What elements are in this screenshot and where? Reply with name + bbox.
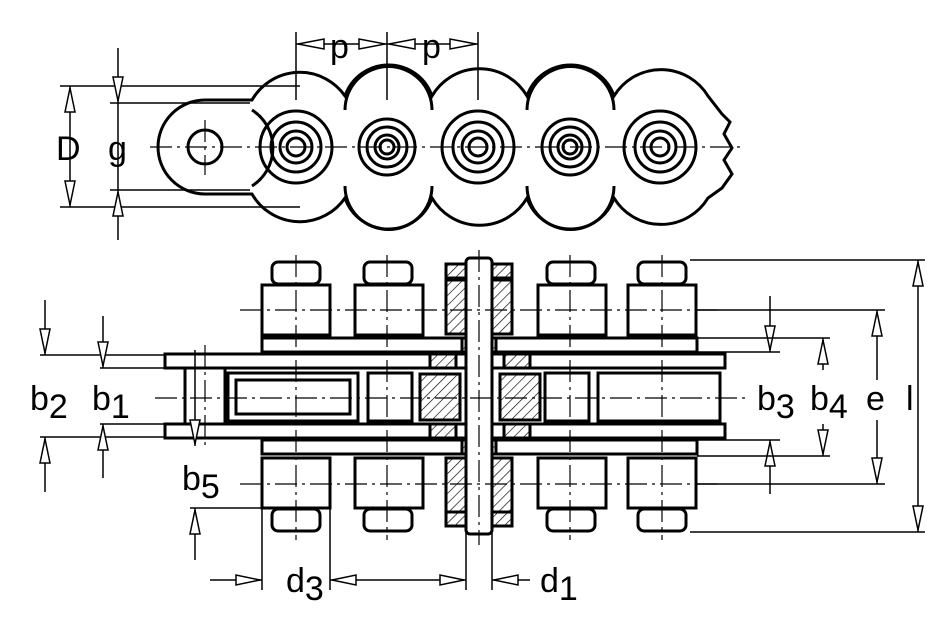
bushing <box>596 371 722 423</box>
label-l: l <box>906 380 914 418</box>
label-b5: b5 <box>182 460 220 506</box>
inner-plate-edge <box>343 65 434 111</box>
label-b4: b4 <box>810 380 848 426</box>
sectioned-link <box>418 256 542 536</box>
width-dimensions <box>39 259 925 590</box>
height-dimensions <box>60 48 300 240</box>
side-view-chain <box>150 63 745 231</box>
lower-rollers <box>260 456 698 533</box>
bushing-inner <box>234 378 352 416</box>
label-D: D <box>56 130 81 168</box>
label-e: e <box>866 380 885 418</box>
label-b1: b1 <box>92 380 130 426</box>
inner-plate-edge <box>343 185 434 231</box>
label-d3: d3 <box>286 562 324 608</box>
label-d1: d1 <box>540 562 578 608</box>
inner-plate-edge <box>251 108 275 188</box>
bushing <box>543 371 591 423</box>
label-p: p <box>422 28 441 66</box>
inner-plate-edge <box>525 185 616 231</box>
pitch-dimension <box>295 32 479 100</box>
top-view-chain <box>155 250 745 545</box>
bushing <box>366 371 414 423</box>
inner-plate-edge <box>525 65 616 111</box>
label-b3: b3 <box>757 380 795 426</box>
label-g: g <box>108 130 127 168</box>
label-b2: b2 <box>30 380 68 426</box>
label-p: p <box>330 28 349 66</box>
